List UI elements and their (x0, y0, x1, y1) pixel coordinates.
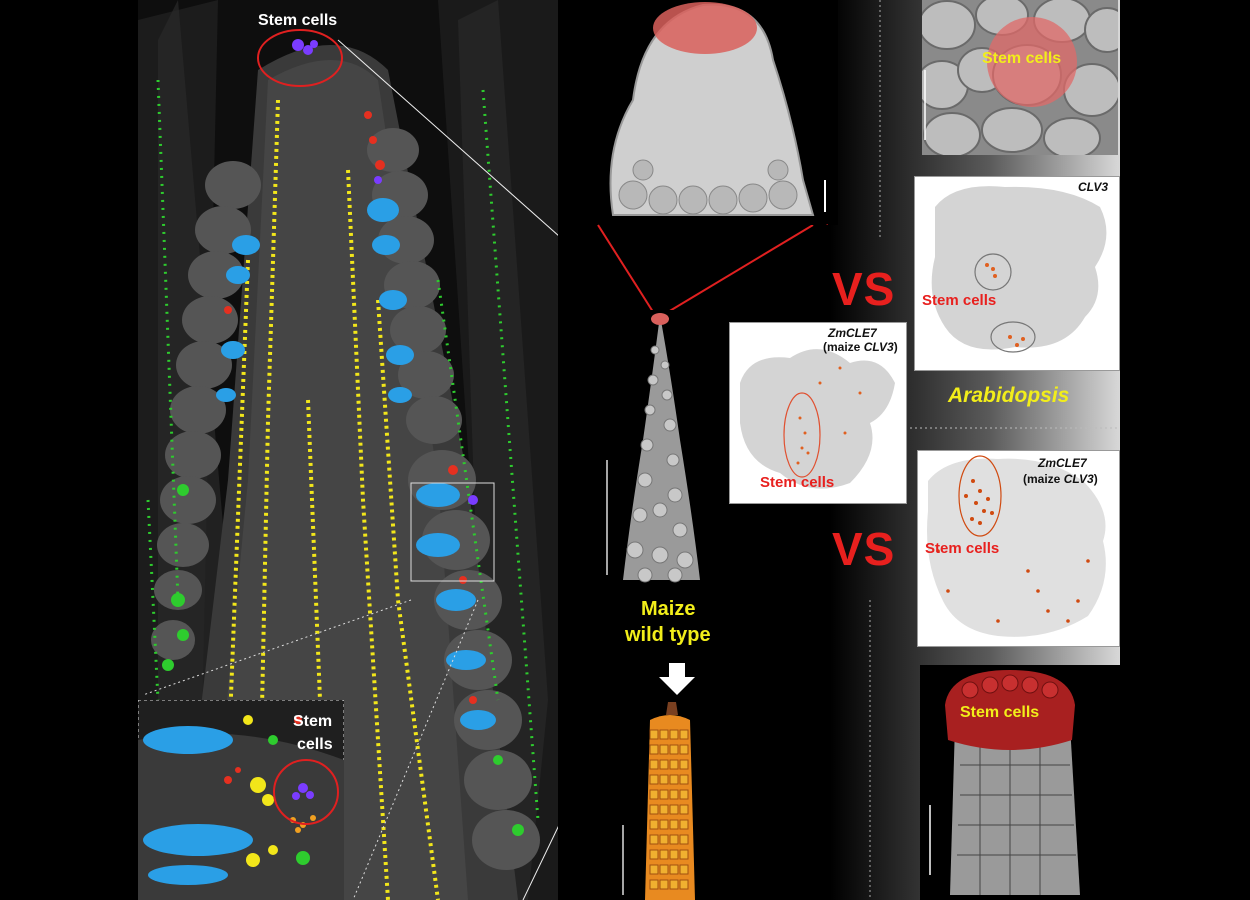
stem-cells-label-maize-umap-right: Stem cells (925, 540, 1000, 557)
maize-shoot-sem (605, 310, 715, 600)
arabidopsis-umap-plot (914, 176, 1120, 371)
maize-label-line1: Maize (641, 598, 696, 620)
stem-cells-label-arabidopsis-sem: Stem cells (982, 50, 1062, 67)
maize-label-line2: wild type (625, 624, 711, 646)
zmcle7-label-right: ZmCLE7 (1038, 456, 1087, 470)
maize-clv3-prefix: (maize (823, 340, 864, 354)
arabidopsis-label: Arabidopsis (948, 384, 1070, 407)
stem-cells-label-top: Stem cells (258, 12, 338, 29)
maize-umap-plot-right (917, 450, 1120, 647)
stem-cells-label-maize-umap-center: Stem cells (760, 474, 835, 491)
maize-clv3-prefix-right: (maize (1023, 472, 1064, 486)
sem-tip-closeup (593, 0, 838, 225)
maize-clv3-label-right: (maize CLV3) (1023, 472, 1098, 486)
zmcle7-label-center: ZmCLE7 (828, 326, 877, 340)
maize-clv3-suffix-right: ) (1093, 472, 1098, 486)
corn-cob-image (620, 700, 720, 900)
maize-clv3-gene-right: CLV3 (1063, 472, 1094, 486)
clv3-label: CLV3 (1078, 180, 1109, 194)
maize-clv3-suffix: ) (893, 340, 898, 354)
maize-clv3-gene: CLV3 (863, 340, 894, 354)
stem-cells-label-arabidopsis-umap: Stem cells (922, 292, 997, 309)
vs-label-bottom: VS (832, 523, 896, 575)
maize-umap-plot-center (729, 322, 907, 504)
arabidopsis-sem-top (922, 0, 1118, 155)
down-arrow-icon (659, 663, 695, 695)
stem-cells-label-mutant-sem: Stem cells (960, 704, 1040, 721)
inset-zoom-image (138, 700, 344, 900)
mutant-meristem-sem (920, 665, 1120, 900)
vs-label-top: VS (832, 263, 896, 315)
stem-cells-label-inset-line2: cells (297, 736, 333, 753)
red-connector-lines (597, 225, 814, 316)
maize-clv3-label-center: (maize CLV3) (823, 340, 898, 354)
stem-cells-label-inset-line1: Stem (293, 713, 333, 730)
